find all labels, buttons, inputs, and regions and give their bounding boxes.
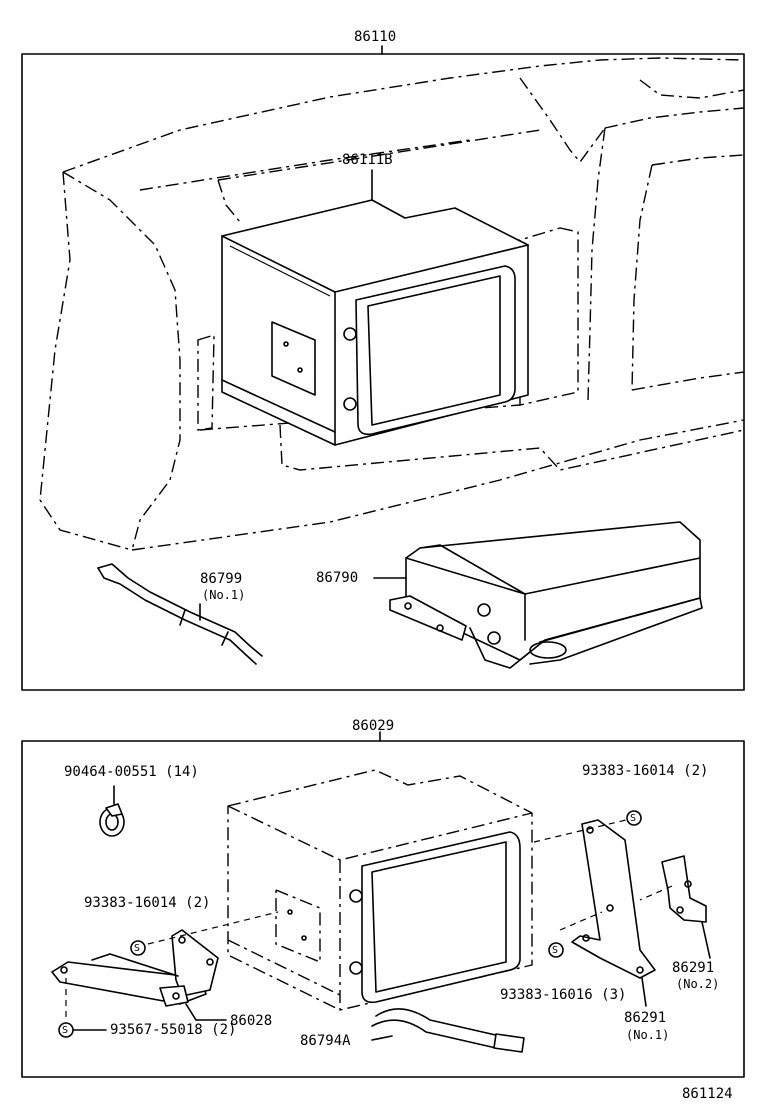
- part-86790-label: 86790: [316, 570, 359, 586]
- amplifier-unit-86790: [389, 521, 703, 669]
- receiver-assembly-86029: [227, 769, 533, 1011]
- hose-86794A: [371, 1008, 525, 1053]
- receiver-unit-86111B: [221, 199, 529, 446]
- bracket-86028: [51, 929, 219, 1007]
- part-86799-note: (No.1): [202, 588, 246, 602]
- assembly-86029-label: 86029: [352, 718, 395, 734]
- assembly-86110-label: 86110: [354, 29, 397, 45]
- part-86799-label: 86799: [200, 571, 243, 587]
- washer-symbol-bottom-left: [58, 1022, 74, 1038]
- bracket-86028-leader-bend: [185, 1003, 197, 1021]
- washer-symbol-top-right: [626, 810, 642, 826]
- washer-s-top-right: S: [630, 813, 637, 824]
- figure-number: 861124: [682, 1086, 733, 1102]
- part-86291-no2-note: (No.2): [676, 977, 720, 991]
- part-86291-no2-label: 86291: [672, 960, 715, 976]
- part-86291-no1-label: 86291: [624, 1010, 667, 1026]
- part-93383-16014-left-label: 93383-16014 (2): [84, 895, 211, 911]
- bracket-no2-leader: [701, 921, 711, 959]
- clamp-90464-00551: [99, 785, 125, 837]
- washer-s-bottom-left: S: [62, 1025, 69, 1036]
- part-86111B-label: 86111B: [342, 152, 393, 168]
- fastener-lines: [65, 819, 673, 1031]
- washer-s-right-bottom: S: [552, 945, 559, 956]
- part-86028-label: 86028: [230, 1013, 273, 1029]
- bottom-panel-frame: [21, 740, 745, 1078]
- hose-leader: [371, 1035, 393, 1041]
- antenna-cord-86799: [97, 563, 263, 665]
- part-93567-label: 93567-55018 (2): [110, 1022, 237, 1038]
- part-86291-no1-note: (No.1): [626, 1028, 670, 1042]
- bracket-86291-no1: [571, 819, 656, 979]
- washer-s-left: S: [134, 943, 141, 954]
- part-93383-16014-right-label: 93383-16014 (2): [582, 763, 709, 779]
- washer-symbol-right-bottom: [548, 942, 564, 958]
- washer-symbol-left: [130, 940, 146, 956]
- part-93383-16016-label: 93383-16016 (3): [500, 987, 627, 1003]
- bracket-86291-no2: [661, 855, 707, 923]
- part-86794A-label: 86794A: [300, 1033, 351, 1049]
- vehicle-body-outline: [39, 57, 745, 551]
- part-90464-label: 90464-00551 (14): [64, 764, 199, 780]
- bracket-no1-leader: [641, 977, 647, 1007]
